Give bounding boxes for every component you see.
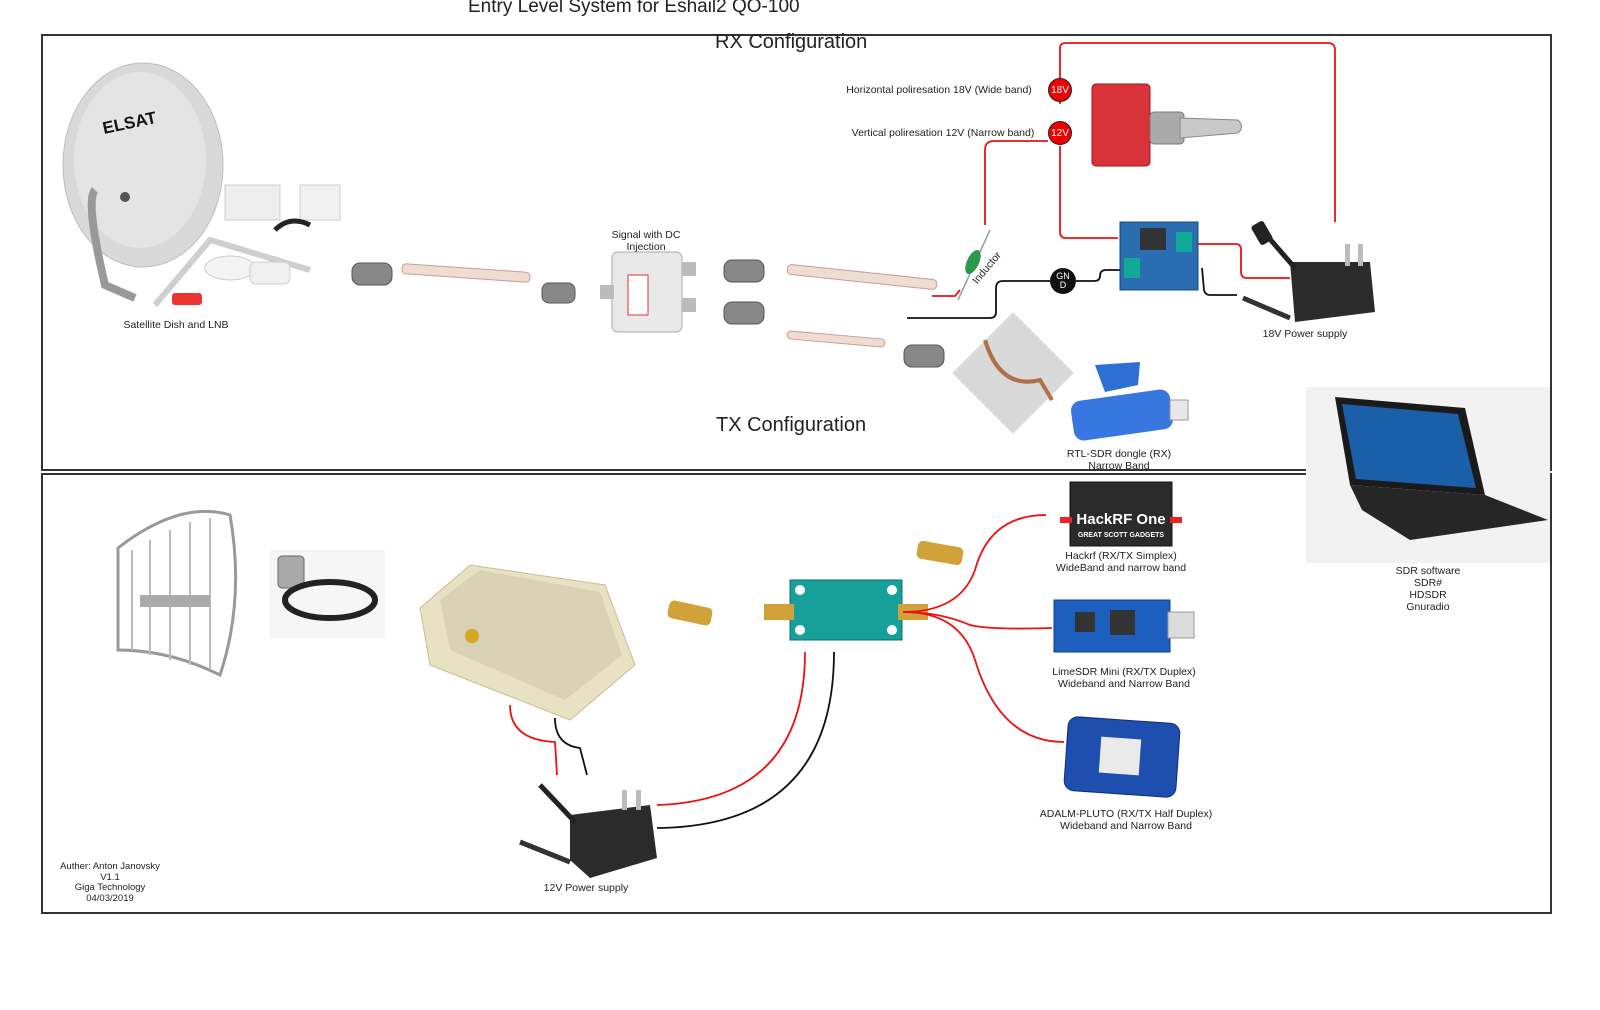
inductor-icon — [957, 229, 991, 301]
dc-injector-label: Signal with DC Injection — [611, 229, 681, 253]
f-connector-icon — [541, 282, 576, 304]
hackrf-brand-text: HackRF One — [1076, 511, 1165, 528]
hackrf-label: Hackrf (RX/TX Simplex) WideBand and narr… — [1055, 550, 1187, 574]
tx-section-title: TX Configuration — [716, 414, 867, 436]
lna-board-icon — [764, 579, 928, 641]
tx-frame — [41, 473, 1552, 914]
badge-12v: 12V — [1048, 121, 1072, 145]
switch-12v-label: Vertical poliresation 12V (Narrow band) — [851, 127, 1035, 139]
n-type-cable-icon — [270, 550, 385, 638]
hackrf-sub-text: GREAT SCOTT GADGETS — [1078, 532, 1165, 539]
grid-antenna-icon — [116, 509, 238, 678]
coax-cable-icon — [401, 263, 531, 283]
dc-injector-icon — [600, 251, 696, 333]
sma-adapter-icon — [916, 540, 964, 566]
power-supply-12v-icon — [519, 783, 657, 878]
badge-18v: 18V — [1048, 78, 1072, 102]
mounting-kit-icon — [152, 184, 341, 307]
sdr-software-label: SDR software SDR# HDSDR Gnuradio — [1395, 565, 1461, 613]
pluto-label: ADALM-PLUTO (RX/TX Half Duplex) Wideband… — [1039, 808, 1213, 832]
f-connector-icon — [351, 262, 393, 286]
power-supply-18v-icon — [1242, 221, 1375, 322]
limesdr-mini-icon — [1053, 599, 1195, 653]
power-amplifier-icon — [419, 564, 636, 721]
gnd-node: GN D — [1050, 268, 1076, 294]
coax-cable-icon — [786, 264, 938, 290]
psu-12v-label: 12V Power supply — [543, 882, 629, 894]
sma-pigtail-icon — [952, 312, 1074, 434]
f-connector-icon — [723, 259, 765, 283]
sma-adapter-icon — [667, 600, 713, 626]
f-connector-icon — [723, 301, 765, 325]
rx-section-title: RX Configuration — [715, 31, 868, 53]
hackrf-one-icon — [1060, 481, 1182, 547]
laptop-icon — [1306, 387, 1550, 563]
rtl-sdr-label: RTL-SDR dongle (RX) Narrow Band — [1066, 448, 1172, 470]
switch-18v-label: Horizontal poliresation 18V (Wide band) — [846, 84, 1032, 96]
limesdr-label: LimeSDR Mini (RX/TX Duplex) Wideband and… — [1052, 666, 1196, 690]
voltage-regulator-icon — [1119, 221, 1199, 291]
diagram-title: Entry Level System for Eshail2 QO-100 — [468, 0, 800, 17]
rx-frame — [41, 34, 1552, 471]
satellite-dish-icon — [62, 62, 224, 302]
rtl-sdr-dongle-icon — [1070, 362, 1189, 441]
psu-18v-label: 18V Power supply — [1262, 328, 1348, 340]
adalm-pluto-icon — [1063, 716, 1181, 798]
dish-label: Satellite Dish and LNB — [123, 319, 229, 331]
toggle-switch-icon — [1091, 83, 1242, 167]
coax-cable-icon — [786, 330, 886, 348]
author-block: Auther: Anton Janovsky V1.1 Giga Technol… — [60, 861, 160, 904]
f-connector-icon — [903, 344, 945, 368]
